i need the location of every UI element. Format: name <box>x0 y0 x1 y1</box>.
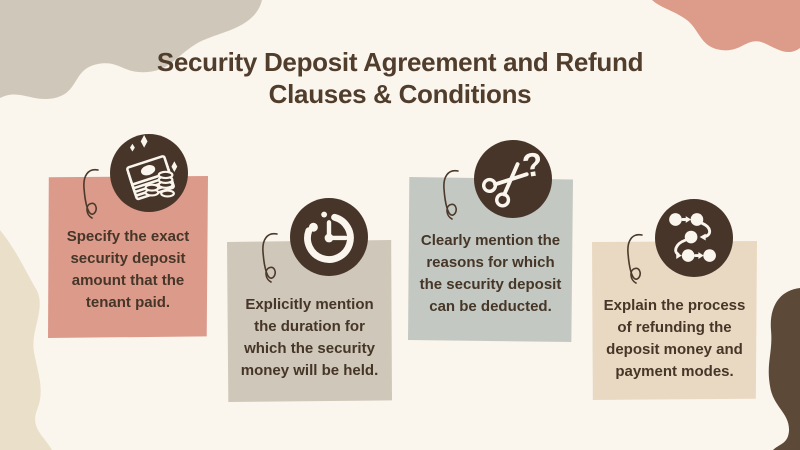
page-title: Security Deposit Agreement and Refund Cl… <box>0 46 800 110</box>
card-text-line: money will be held. <box>240 362 379 379</box>
blob-top-right <box>652 0 800 53</box>
blob-bottom-right <box>768 288 800 450</box>
card-text-line: the duration for <box>254 318 365 335</box>
card-text-line: payment modes. <box>615 363 734 380</box>
card-text-line: the security deposit <box>419 276 562 293</box>
money-stack-icon <box>110 134 188 212</box>
blob-bottom-left <box>0 230 52 450</box>
card-deduction-reasons: ? Clearly mention the reasons for which … <box>408 140 573 342</box>
scissors-question-icon: ? <box>474 140 552 218</box>
process-flow-icon <box>655 199 733 277</box>
page-title-line1: Security Deposit Agreement and Refund <box>156 47 644 77</box>
card-text-line: deposit money and <box>606 341 743 358</box>
card-text-line: Specify the exact <box>66 228 190 245</box>
card-text-line: amount that the <box>71 272 185 289</box>
squiggle-pin-icon <box>443 169 459 220</box>
blob-top-left <box>0 0 262 100</box>
card-text-line: Explain the process <box>603 297 746 314</box>
svg-text:?: ? <box>520 146 545 185</box>
squiggle-pin-icon <box>83 168 99 219</box>
card-text-line: which the security <box>244 340 375 357</box>
squiggle-pin-icon <box>262 232 278 283</box>
card-text: Explicitly mention the duration for whic… <box>227 294 392 382</box>
card-text-line: can be deducted. <box>429 298 552 315</box>
card-text-line: of refunding the <box>617 319 732 336</box>
card-text-line: security deposit <box>70 250 186 267</box>
card-text-line: tenant paid. <box>85 294 171 311</box>
card-text: Specify the exact security deposit amoun… <box>48 226 208 314</box>
squiggle-pin-icon <box>627 233 643 284</box>
card-text-line: Clearly mention the <box>420 232 561 249</box>
clock-icon <box>290 198 368 276</box>
card-text: Explain the process of refunding the dep… <box>592 295 757 383</box>
card-refund-process: Explain the process of refunding the dep… <box>592 199 757 400</box>
page-title-line2: Clauses & Conditions <box>268 79 532 109</box>
card-specify-amount: Specify the exact security deposit amoun… <box>48 134 208 338</box>
card-text-line: reasons for which <box>426 254 555 271</box>
card-text-line: Explicitly mention <box>245 296 374 313</box>
card-duration-held: Explicitly mention the duration for whic… <box>227 198 392 402</box>
card-text: Clearly mention the reasons for which th… <box>408 230 573 318</box>
